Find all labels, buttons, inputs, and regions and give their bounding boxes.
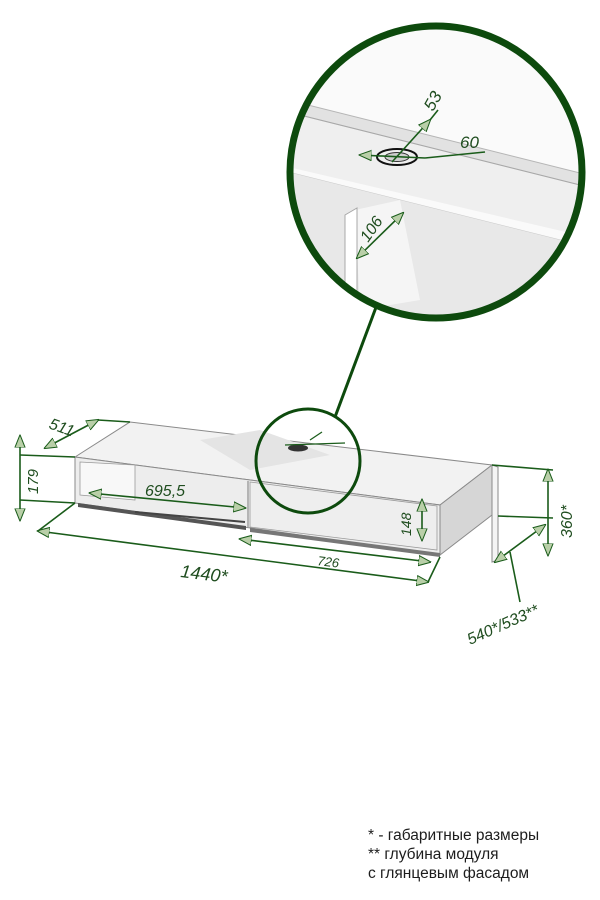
footnote-line: с глянцевым фасадом bbox=[368, 865, 530, 882]
top-reflection bbox=[200, 430, 330, 470]
label-total-height: 360* bbox=[559, 504, 576, 538]
footnote-line: ** глубина модуля bbox=[368, 846, 499, 863]
label-half-width: 726 bbox=[317, 553, 341, 571]
label-inner-width: 695,5 bbox=[145, 483, 185, 500]
label-total-width: 1440* bbox=[180, 561, 230, 587]
label-depth: 511 bbox=[47, 416, 77, 441]
detail-leader-line bbox=[333, 301, 380, 418]
main-dimensions bbox=[20, 420, 553, 603]
label-total-depth: 540*/533** bbox=[465, 602, 543, 649]
zoom-detail-view bbox=[286, 22, 586, 322]
tv-stand-body bbox=[73, 421, 499, 563]
label-inner-height: 148 bbox=[398, 512, 414, 536]
cable-grommet bbox=[288, 444, 308, 452]
footnotes: * - габаритные размеры ** глубина модуля… bbox=[368, 826, 593, 883]
label-detail-diameter: 60 bbox=[460, 133, 479, 152]
rear-lower-panel bbox=[491, 464, 499, 563]
detail-marker-circle bbox=[254, 407, 362, 515]
footnote-line: * - габаритные размеры bbox=[368, 827, 540, 844]
label-height-front: 179 bbox=[25, 468, 42, 494]
handle bbox=[134, 511, 246, 523]
mini-grommet-detail bbox=[284, 431, 346, 446]
